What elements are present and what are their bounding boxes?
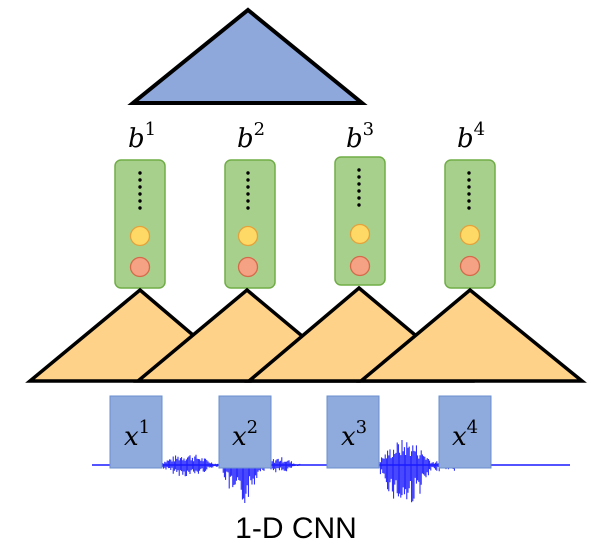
svg-text:x3: x3 xyxy=(341,417,367,452)
output-label-2: b2 xyxy=(237,119,265,154)
input-box-3: x3 xyxy=(326,395,380,469)
input-box-2: x2 xyxy=(218,395,272,469)
conv-triangle-4 xyxy=(356,287,587,383)
output-vector-3 xyxy=(334,156,386,286)
output-label-4: b4 xyxy=(457,119,485,154)
output-label-1: b1 xyxy=(128,119,156,154)
input-box-1: x1 xyxy=(109,395,163,469)
output-vector-4 xyxy=(444,159,496,289)
output-vector-1 xyxy=(114,159,166,289)
top-triangle xyxy=(127,7,368,105)
diagram-caption: 1-D CNN xyxy=(235,512,357,545)
svg-text:x2: x2 xyxy=(232,417,258,452)
output-vector-2 xyxy=(224,159,276,289)
waveform-trace xyxy=(159,440,471,503)
output-label-3: b3 xyxy=(346,119,374,154)
svg-text:x1: x1 xyxy=(124,417,150,452)
input-box-4: x4 xyxy=(438,395,492,469)
svg-text:x4: x4 xyxy=(452,417,478,452)
